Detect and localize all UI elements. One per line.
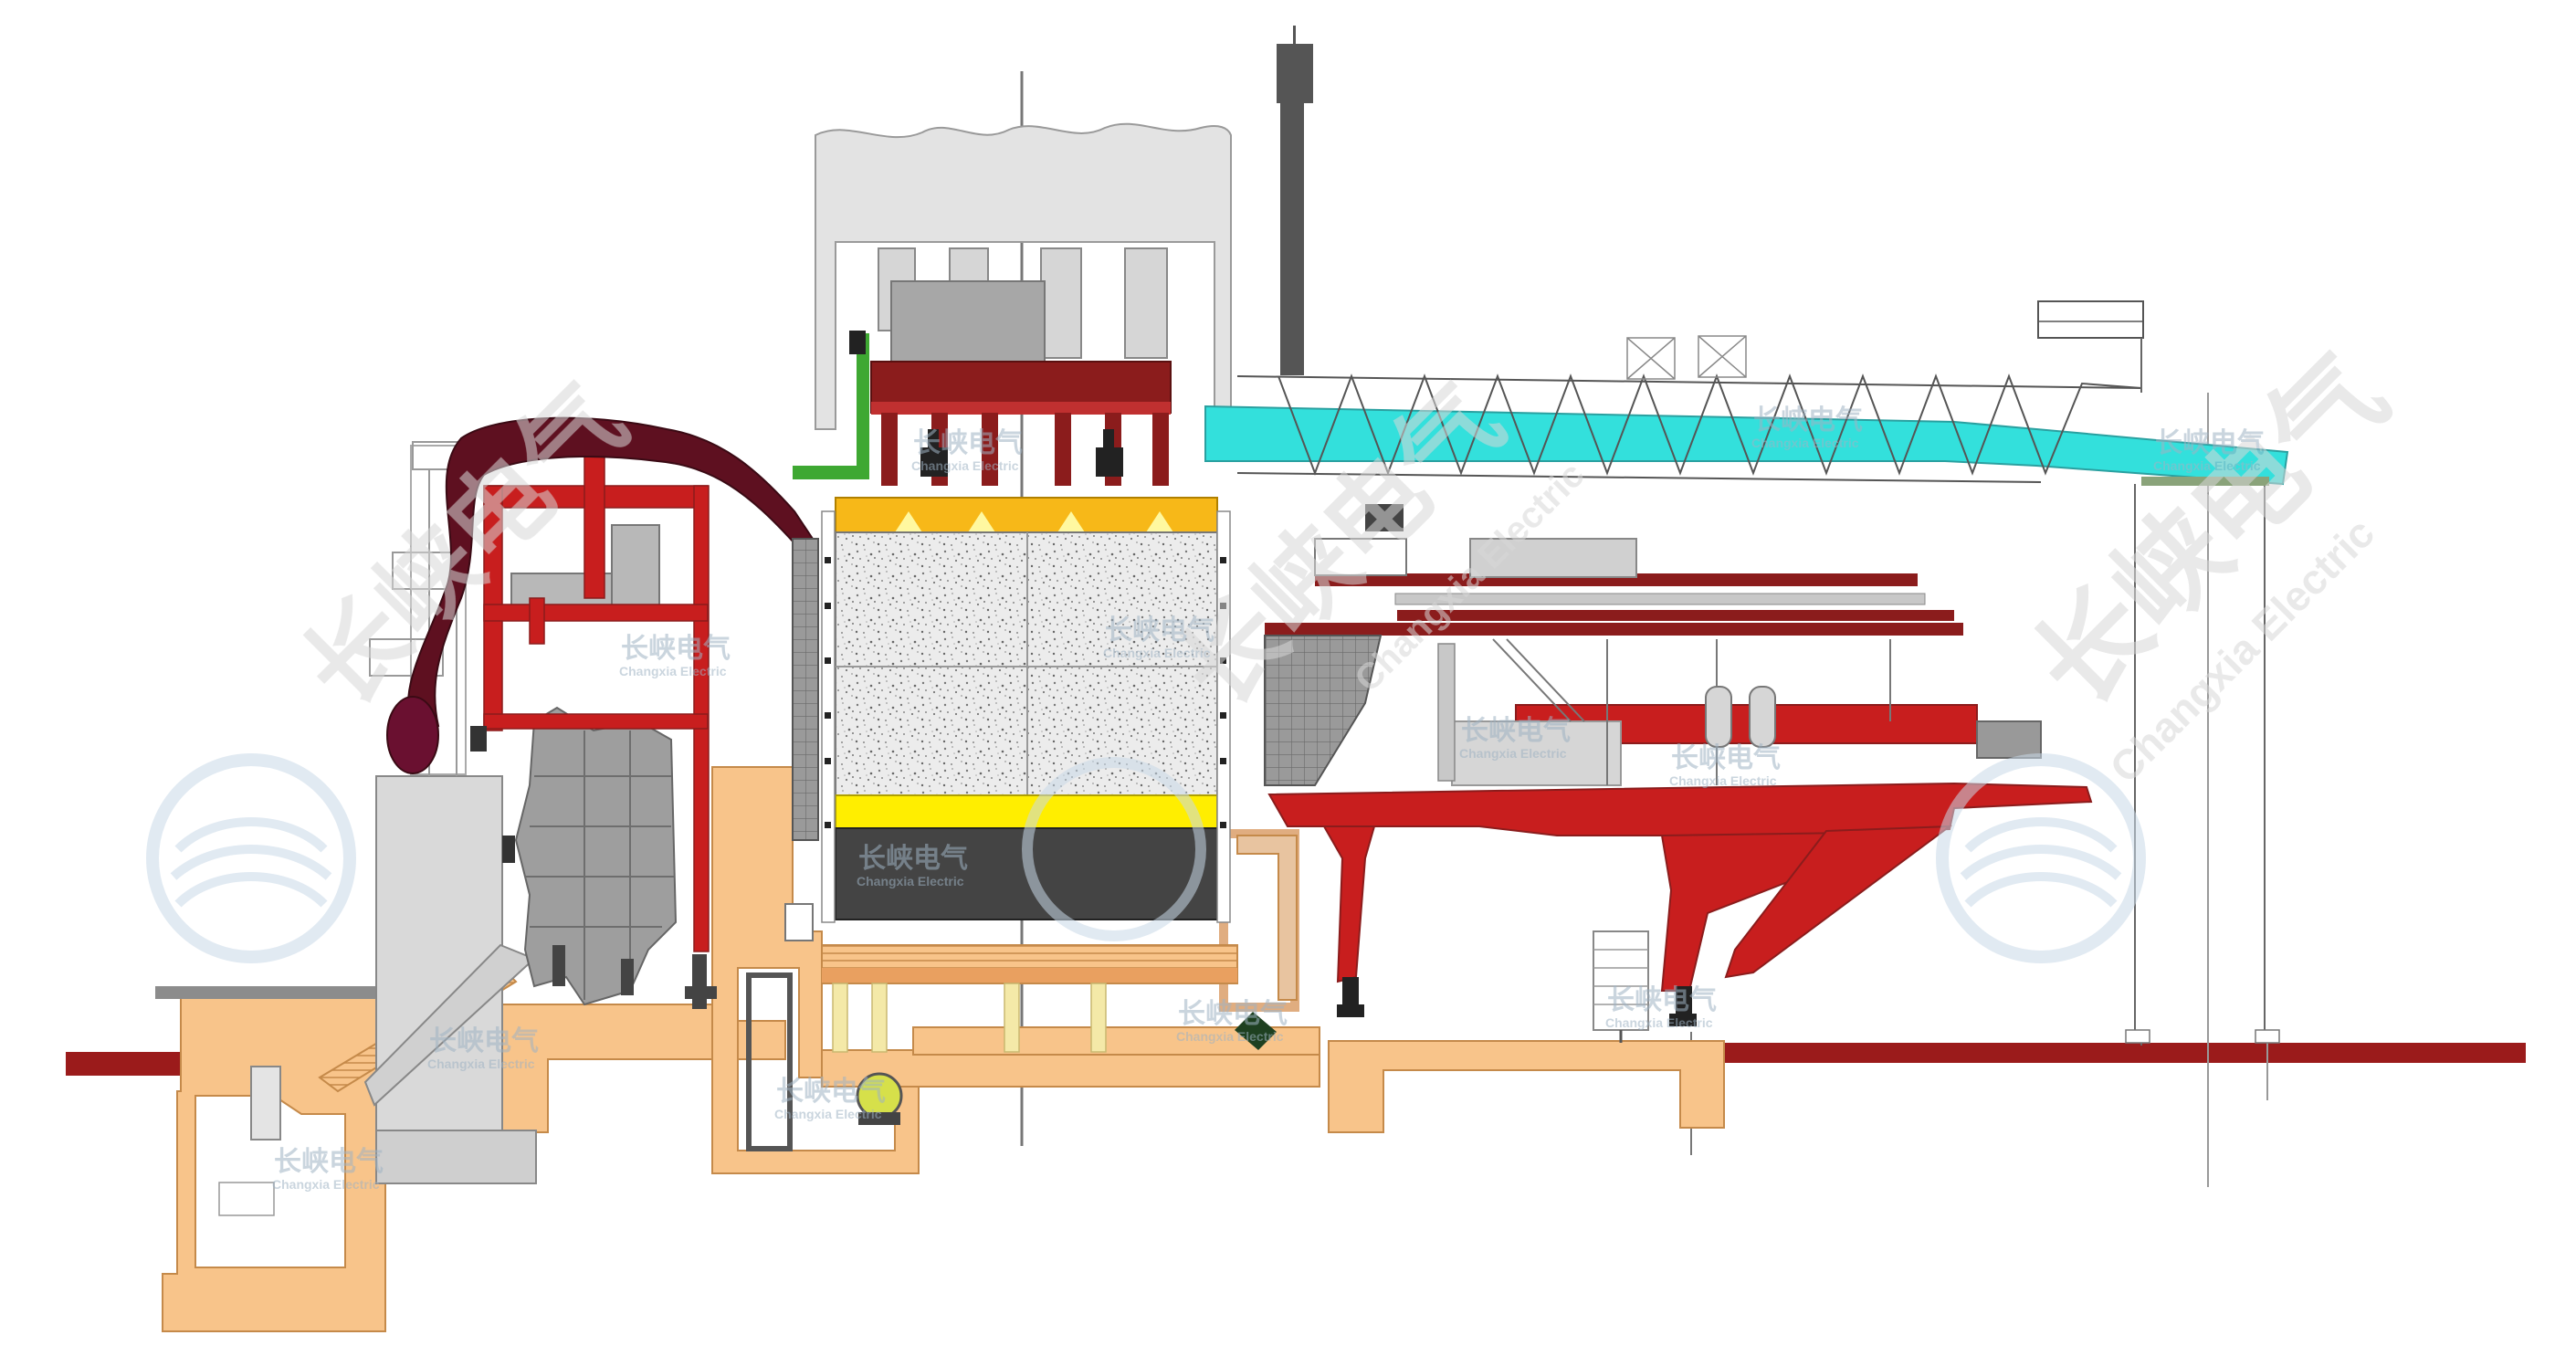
boiler-left-wall bbox=[792, 538, 819, 841]
left-platform-grey bbox=[155, 986, 385, 999]
ash-chute-right bbox=[1236, 835, 1298, 1001]
gantry-cylinders bbox=[1705, 686, 1776, 748]
left-hopper-small bbox=[250, 1066, 281, 1141]
fuel-feed-hoppers bbox=[552, 945, 717, 1009]
watermark-small-en: Changxia Electric bbox=[619, 664, 727, 678]
gantry-control-room bbox=[1469, 538, 1637, 578]
gantry-wheels bbox=[1337, 977, 1697, 1026]
conveyor-truss bbox=[1236, 373, 2142, 483]
gantry-top-deck-2 bbox=[1394, 593, 1926, 605]
duct-inlet-block-2 bbox=[502, 836, 515, 863]
grate-band-shadow bbox=[822, 968, 1237, 983]
transfer-foot-2 bbox=[2255, 1029, 2280, 1044]
drum-red-shadow bbox=[871, 402, 1171, 415]
gantry-left-lattice bbox=[1264, 635, 1383, 786]
watermark-small-cn: 长峡电气 bbox=[1753, 405, 1863, 436]
watermark-small-cn: 长峡电气 bbox=[429, 1025, 539, 1057]
boiler bbox=[746, 122, 1298, 1151]
flame-cones bbox=[895, 511, 1173, 532]
left-equipment bbox=[218, 441, 537, 1216]
watermark-small-en: Changxia Electric bbox=[1176, 1029, 1284, 1044]
stack-top bbox=[1277, 44, 1313, 103]
transfer-green-beam bbox=[2141, 477, 2269, 486]
gantry-mid-deck-2 bbox=[1397, 610, 1954, 621]
right-gantry bbox=[1264, 504, 2093, 1043]
watermark-small-cn: 长峡电气 bbox=[776, 1076, 886, 1108]
left-silo-grey bbox=[375, 775, 503, 1147]
gantry-upper-dark bbox=[1365, 504, 1404, 531]
ground-line-right bbox=[1724, 1043, 2526, 1063]
burner-actuators bbox=[920, 429, 1123, 477]
hot-air-duct bbox=[407, 416, 815, 732]
ground-line-left bbox=[66, 1052, 186, 1076]
gantry-motor bbox=[1976, 720, 2042, 759]
watermark-small-cn: 长峡电气 bbox=[1105, 615, 1214, 646]
watermark-small-en: Changxia Electric bbox=[1669, 773, 1777, 788]
watermark-small-en: Changxia Electric bbox=[1605, 1015, 1713, 1030]
ash-conveyor-box bbox=[746, 972, 793, 1151]
left-red-frame bbox=[483, 456, 710, 952]
foundation-right bbox=[1328, 1040, 1725, 1133]
conveyor-gallery bbox=[1204, 300, 2289, 1046]
gantry-upright-left bbox=[1437, 643, 1456, 782]
watermark-small-cn: 长峡电气 bbox=[1178, 998, 1288, 1030]
fuel-pile-shape bbox=[514, 706, 678, 1006]
conveyor-belt bbox=[1204, 405, 2289, 486]
watermark-small-cn: 长峡电气 bbox=[2155, 427, 2265, 459]
left-feeder-grey bbox=[363, 943, 536, 1107]
cyclone-ball bbox=[386, 696, 439, 774]
watermark-small-en: Changxia Electric bbox=[857, 874, 964, 888]
gantry-boom bbox=[1724, 825, 1953, 979]
gantry-upper-box bbox=[1314, 538, 1407, 576]
watermark-small-en: Changxia Electric bbox=[1751, 436, 1859, 450]
gantry-bridge-grey bbox=[1451, 720, 1622, 786]
watermark-logo bbox=[1022, 757, 1206, 941]
gantry-ladder bbox=[1593, 930, 1649, 1031]
watermark-small-cn: 长峡电气 bbox=[274, 1146, 384, 1178]
stack bbox=[1277, 26, 1313, 375]
gantry-top-deck bbox=[1315, 573, 1918, 586]
stack-body bbox=[1280, 103, 1304, 375]
watermark-small-cn: 长峡电气 bbox=[1607, 984, 1717, 1016]
boiler-canopy bbox=[815, 122, 1232, 430]
watermark-small-en: Changxia Electric bbox=[911, 458, 1019, 473]
boiler-legs bbox=[832, 983, 1107, 1053]
gantry-left-leg bbox=[1322, 825, 1376, 983]
watermark-small-en: Changxia Electric bbox=[1103, 646, 1211, 660]
conveyor-tower-boxes bbox=[1626, 335, 1747, 380]
stack-mast bbox=[1293, 26, 1296, 46]
transfer-foot-1 bbox=[2125, 1029, 2150, 1044]
watermark-small-cn: 长峡电气 bbox=[621, 633, 731, 665]
watermark-small-cn: 长峡电气 bbox=[1671, 742, 1781, 774]
duct-inlet-block bbox=[470, 726, 487, 752]
watermark-small-en: Changxia Electric bbox=[1459, 746, 1567, 761]
transfer-tower bbox=[2037, 300, 2144, 339]
left-conveyor-lines bbox=[410, 445, 467, 775]
watermark-small-en: Changxia Electric bbox=[272, 1177, 380, 1192]
left-support-cube bbox=[218, 1182, 275, 1216]
watermark-logo bbox=[146, 753, 356, 963]
watermark-small-cn: 长峡电气 bbox=[858, 843, 968, 875]
watermark-small-en: Changxia Electric bbox=[427, 1056, 535, 1071]
left-silo-base bbox=[375, 1130, 537, 1184]
watermark-small-cn: 长峡电气 bbox=[1461, 715, 1571, 747]
green-valve bbox=[1235, 1012, 1277, 1050]
boiler-rivets bbox=[825, 557, 1226, 828]
gantry-mid-deck bbox=[1265, 623, 1963, 636]
watermark-small-en: Changxia Electric bbox=[774, 1107, 882, 1121]
watermark-logo bbox=[1936, 753, 2146, 963]
left-small-box bbox=[784, 903, 814, 941]
watermark-small-en: Changxia Electric bbox=[2153, 458, 2261, 473]
secondary-hopper-2 bbox=[611, 524, 660, 613]
ash-fan-base bbox=[858, 1112, 900, 1125]
green-pipe-valve bbox=[849, 331, 866, 354]
watermark-small-cn: 长峡电气 bbox=[913, 427, 1023, 459]
